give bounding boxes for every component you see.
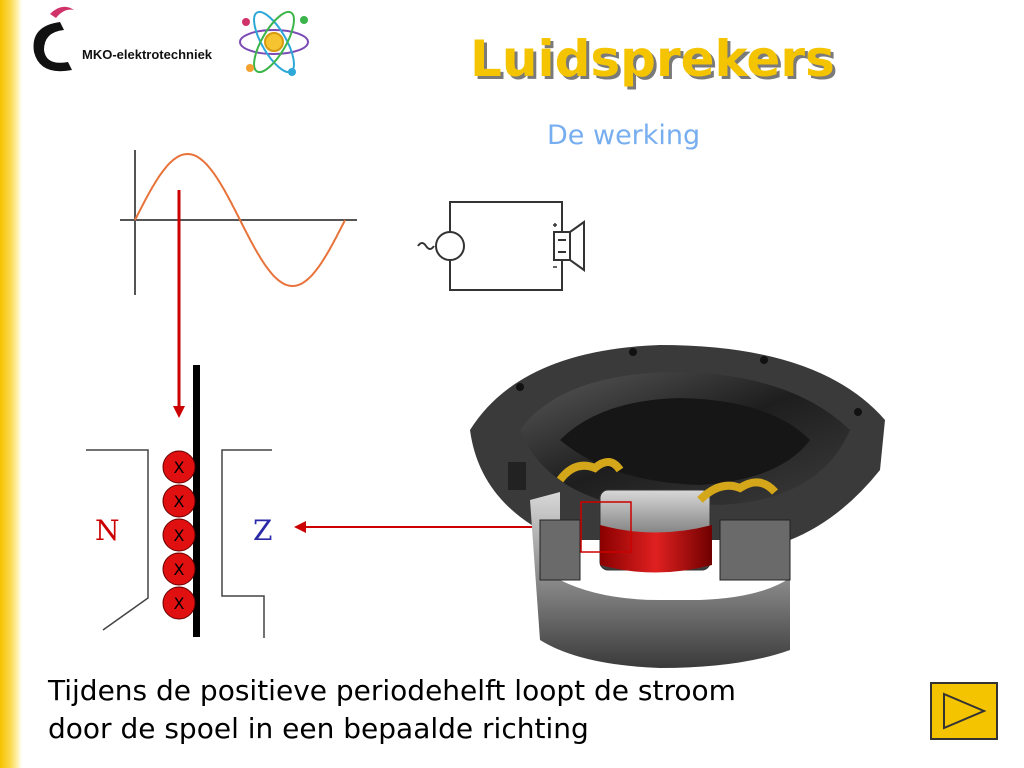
rim-hole: [629, 348, 637, 356]
ac-source-symbol: [435, 231, 465, 261]
spider-suspension-left: [556, 458, 624, 483]
magnet-block-right: [719, 519, 791, 581]
atom-icon: [239, 10, 309, 76]
speaker-magnet-assembly: [530, 492, 790, 668]
speaker-terminal: [508, 462, 526, 490]
rim-hole: [516, 383, 524, 391]
coil-turn-marker: X: [174, 560, 185, 579]
caption-line-1: Tijdens de positieve periodehelft loopt …: [48, 674, 736, 707]
coil-turn: [162, 484, 196, 518]
circuit-symbol: [417, 201, 585, 291]
voice-coil-red: [600, 525, 712, 573]
north-label: N: [95, 514, 120, 547]
sine-wave-curve: [134, 152, 346, 288]
spider-suspension-right: [697, 478, 778, 503]
coil-turn: [162, 552, 196, 586]
magnet-block-left: [539, 519, 581, 581]
highlight-box: [580, 501, 632, 553]
play-triangle-icon: [943, 692, 987, 730]
coil-turn: [162, 450, 196, 484]
coil-turn-marker: X: [174, 526, 185, 545]
south-label: Z: [253, 514, 272, 547]
next-slide-button[interactable]: [930, 682, 998, 740]
slide-title: Luidsprekers: [470, 30, 835, 88]
speaker-cutaway-image: [470, 345, 885, 668]
sine-wave-graph: [120, 150, 357, 295]
speaker-cone-symbol: [569, 220, 585, 272]
rim-hole: [760, 356, 768, 364]
caption-line-2: door de spoel in een bepaalde richting: [48, 712, 589, 745]
slide-caption: Tijdens de positieve periodehelft loopt …: [48, 672, 888, 748]
slide-subtitle: De werking: [547, 120, 701, 151]
rim-hole: [854, 408, 862, 416]
mko-logo: MKO-elektrotechniek: [22, 0, 322, 85]
decorative-stripe: [0, 0, 22, 768]
logo-c-shape: [33, 22, 72, 72]
coil-turn-marker: X: [174, 458, 185, 477]
logo-swoosh: [50, 6, 74, 19]
circuit-wire-loop: [449, 201, 563, 291]
coil-turn-marker: X: [174, 594, 185, 613]
coil-former-bar: [193, 365, 200, 637]
north-pole-shape: [86, 449, 149, 631]
speaker-cone-inner: [560, 398, 810, 485]
ac-tilde-icon: [417, 242, 435, 250]
south-pole-shape: [221, 449, 272, 638]
coil-turn: [162, 518, 196, 552]
coil-turn-marker: X: [174, 492, 185, 511]
speaker-coil-symbol: [553, 231, 571, 261]
logo-text: MKO-elektrotechniek: [82, 47, 213, 62]
coil-turn: [162, 586, 196, 620]
logo-graphic: [33, 6, 309, 76]
